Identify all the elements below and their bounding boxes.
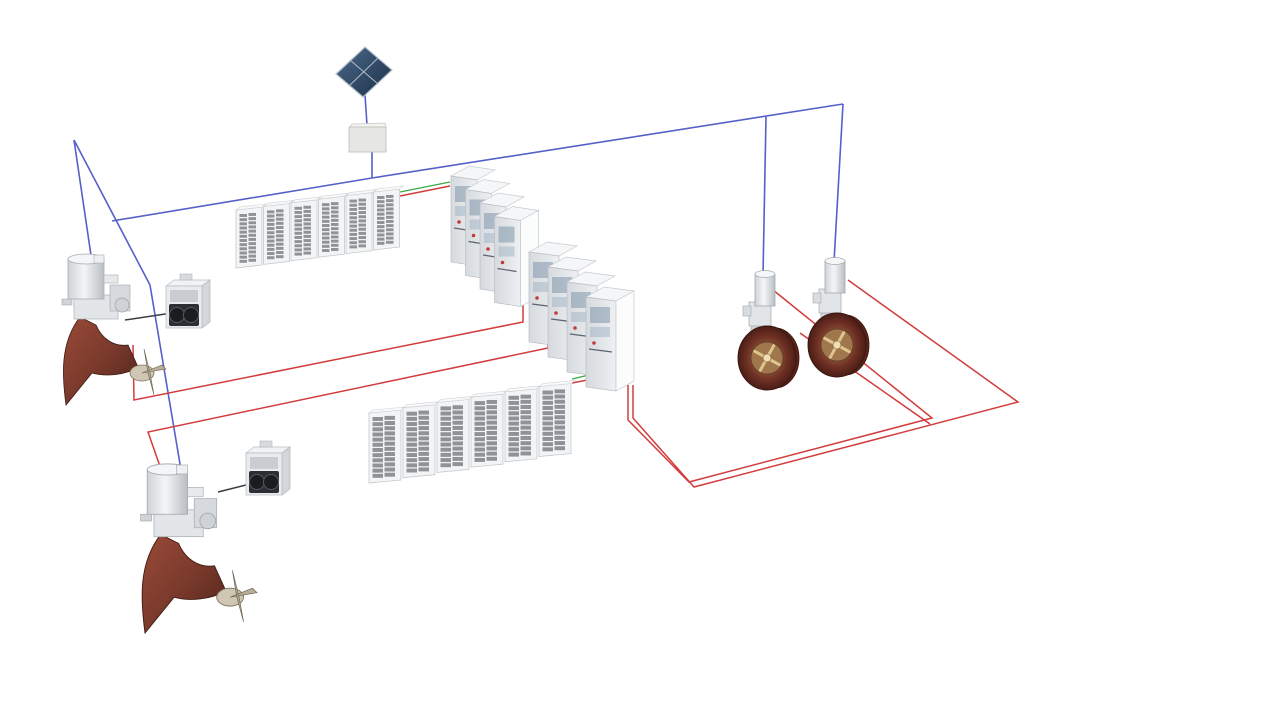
control-wiring: [73, 94, 844, 471]
battery-module: [435, 396, 475, 473]
battery-module: [503, 385, 543, 463]
azimuth-thruster-front: [61, 253, 167, 406]
battery-module: [234, 203, 268, 269]
control-wire-tunnel-thruster-1: [762, 116, 767, 276]
battery-module: [469, 390, 509, 468]
battery-module: [367, 406, 407, 484]
battery-module: [262, 199, 295, 265]
battery-module: [372, 185, 405, 251]
battery-rack-2: [367, 380, 577, 484]
cabinet-module: [493, 206, 540, 307]
battery-module: [344, 189, 378, 255]
signal-wire-battery-rack-1: [399, 181, 451, 193]
control-wire-azimuth-front: [73, 139, 93, 263]
drive-unit-2: [244, 440, 292, 496]
tunnel-thruster-2: [807, 257, 870, 378]
azimuth-thruster-rear: [140, 463, 258, 635]
drive-link-front: [124, 312, 173, 321]
drive-unit-1: [164, 273, 212, 329]
power-wire-tunnel-b: [632, 279, 1020, 488]
battery-module: [537, 380, 577, 457]
battery-module: [401, 401, 441, 479]
cabinet-end-panel: [615, 290, 635, 392]
power-wire-battery-rack-1: [399, 185, 451, 197]
control-wire-solar: [364, 94, 368, 126]
battery-rack-1: [234, 185, 405, 269]
junction-box: [348, 122, 387, 153]
power-cabinet-2: [527, 241, 636, 392]
control-wire-azimuth-rear: [73, 139, 182, 471]
power-cabinet-1: [449, 165, 540, 308]
drive-links: [124, 312, 251, 493]
control-wire-tunnel-thruster-2: [833, 103, 844, 263]
solar-panel: [335, 46, 393, 98]
drive-link-rear: [217, 483, 251, 493]
battery-module: [317, 192, 350, 258]
tunnel-thruster-1: [737, 270, 800, 391]
battery-module: [289, 196, 323, 262]
